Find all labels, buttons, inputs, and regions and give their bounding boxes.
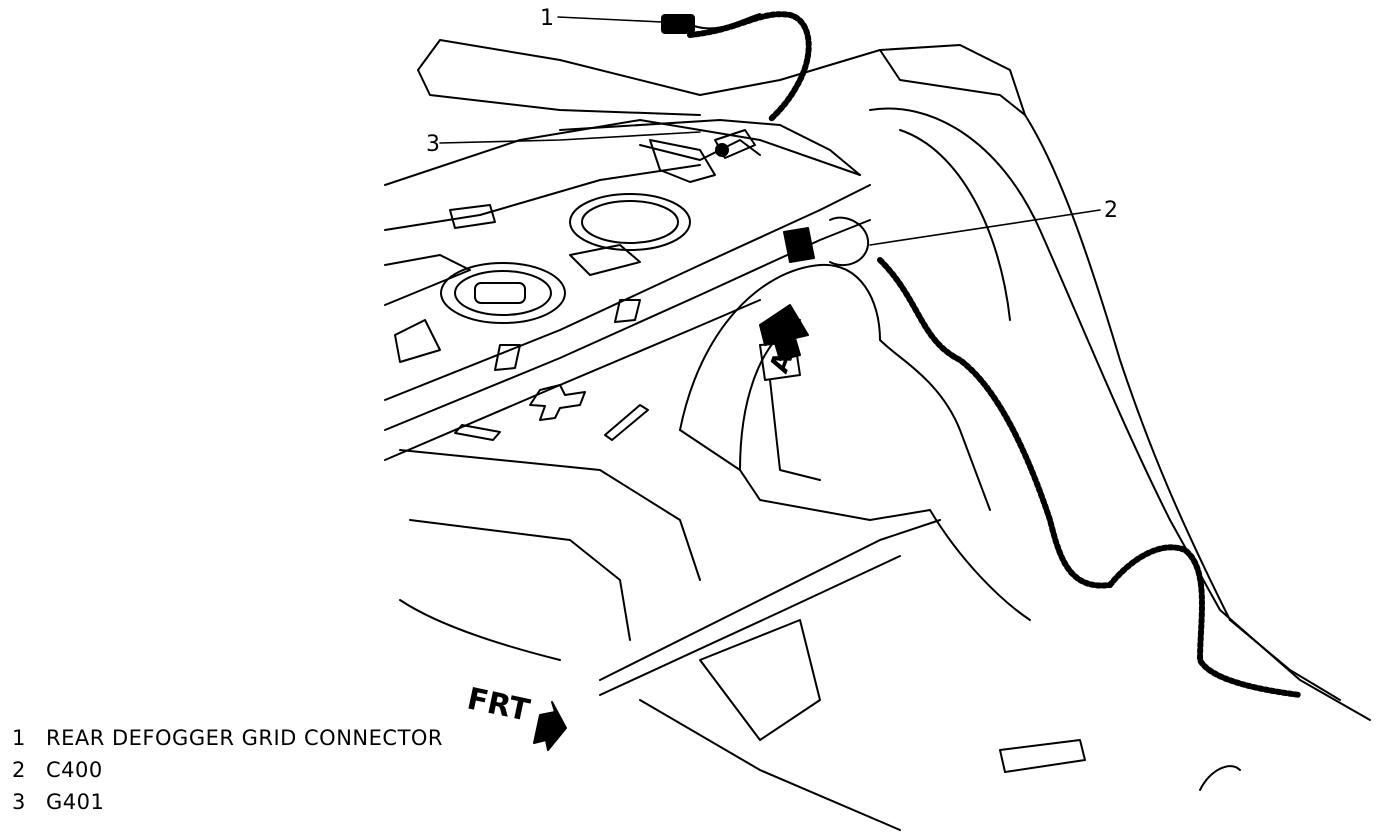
- cross-member-rail: [384, 184, 871, 461]
- defogger-connector: [661, 13, 761, 34]
- legend-item-1: 1 REAR DEFOGGER GRID CONNECTOR: [12, 726, 472, 758]
- legend-number: 2: [12, 758, 26, 782]
- view-a-arrow-icon: [759, 304, 809, 381]
- trunk-floor-panel: [384, 119, 861, 363]
- legend-text: C400: [46, 758, 103, 782]
- legend-number: 1: [12, 726, 26, 750]
- callout-2-label: 2: [1104, 198, 1118, 223]
- rear-shelf-outline: [417, 39, 1026, 116]
- frt-label: FRT: [464, 681, 533, 728]
- legend-text: G401: [46, 790, 105, 814]
- legend-number: 3: [12, 790, 26, 814]
- lower-floor: [399, 449, 1241, 831]
- floor-holes: [454, 384, 649, 441]
- legend-item-3: 3 G401: [12, 790, 472, 822]
- wiring-harness: [687, 11, 1303, 698]
- upper-harness-routing: [559, 119, 861, 183]
- legend: 1 REAR DEFOGGER GRID CONNECTOR 2 C400 3 …: [12, 726, 472, 822]
- legend-text: REAR DEFOGGER GRID CONNECTOR: [46, 726, 444, 750]
- g401-ground: [714, 129, 756, 159]
- legend-item-2: 2 C400: [12, 758, 472, 790]
- callout-3-label: 3: [426, 132, 440, 157]
- callout-1-label: 1: [540, 6, 554, 31]
- leader-lines: [439, 16, 1101, 246]
- wheel-house: [679, 263, 1031, 621]
- front-direction-arrow-icon: [533, 701, 567, 751]
- quarter-panel: [869, 107, 1371, 721]
- c400-connector: [783, 216, 870, 267]
